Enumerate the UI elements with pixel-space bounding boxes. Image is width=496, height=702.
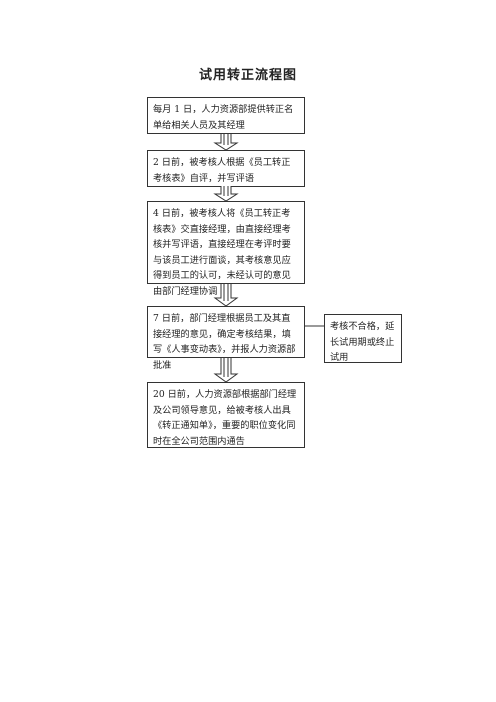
step-2-box: 2 日前，被考核人根据《员工转正考核表》自评，并写评语 (147, 150, 305, 187)
connector-line (305, 325, 324, 327)
step-3-box: 4 日前，被考核人将《员工转正考核表》交直接经理，由直接经理考核并写评语，直接经… (147, 201, 305, 297)
step-5-box: 20 日前，人力资源部根据部门经理及公司领导意见，给被考核人出具《转正通知单》，… (147, 382, 305, 448)
step-4-box: 7 日前，部门经理根据员工及其直接经理的意见，确定考核结果，填写《人事变动表》，… (147, 306, 305, 371)
step-1-box: 每月 1 日，人力资源部提供转正名单给相关人员及其经理 (147, 97, 305, 134)
down-arrow-icon (213, 358, 239, 383)
side-outcome-box: 考核不合格，延长试用期或终止试用 (324, 314, 402, 363)
down-arrow-icon (213, 284, 239, 307)
down-arrow-icon (213, 134, 239, 151)
page-title: 试用转正流程图 (198, 68, 297, 83)
down-arrow-icon (213, 186, 239, 202)
